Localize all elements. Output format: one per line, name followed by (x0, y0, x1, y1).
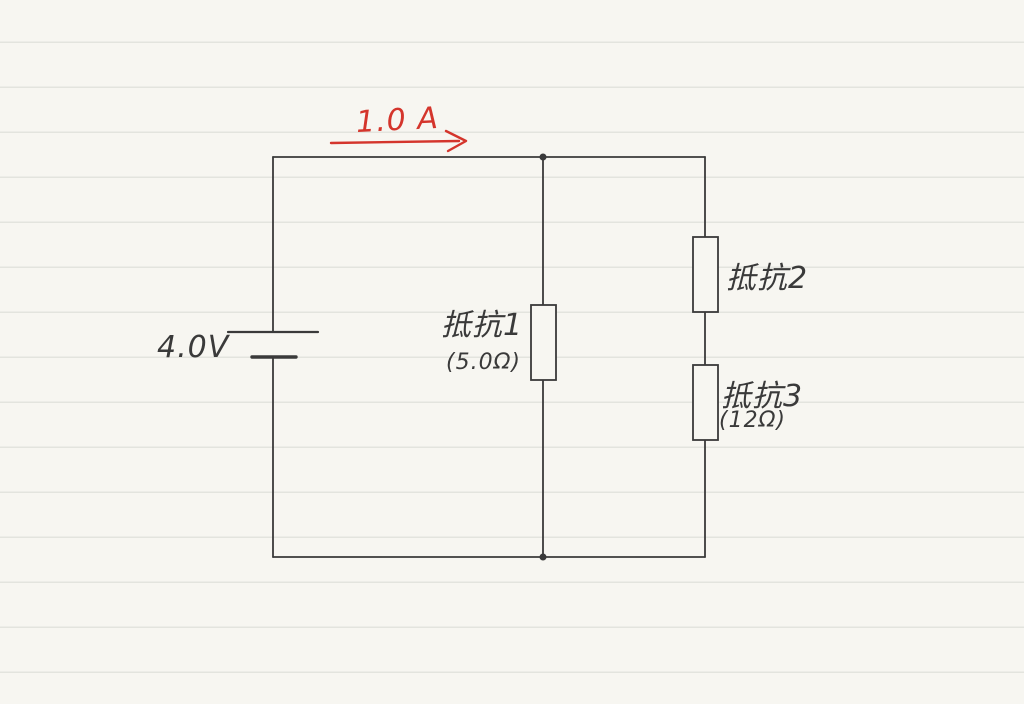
resistor-bodies (530, 236, 719, 441)
resistor3-value: (12Ω) (719, 408, 786, 433)
resistor3-body (692, 364, 719, 441)
junction-dot-bottom (539, 553, 547, 561)
current-arrow (329, 129, 468, 153)
battery-label: 4.0V (157, 330, 230, 365)
junction-dots (539, 153, 547, 561)
current-arrow-shaft (329, 139, 461, 145)
resistor1-value: (5.0Ω) (446, 350, 521, 375)
current-arrow-head (444, 129, 468, 153)
resistor2-label: 抵抗2 (726, 261, 809, 296)
resistor1-body (530, 304, 557, 381)
resistor2-body (692, 236, 719, 313)
current-label: 1.0 A (355, 100, 440, 141)
circuit-ink (226, 156, 719, 558)
junction-dot-top (539, 153, 547, 161)
resistor3-label: 抵抗3 (721, 379, 804, 414)
resistor1-label: 抵抗1 (441, 308, 524, 343)
